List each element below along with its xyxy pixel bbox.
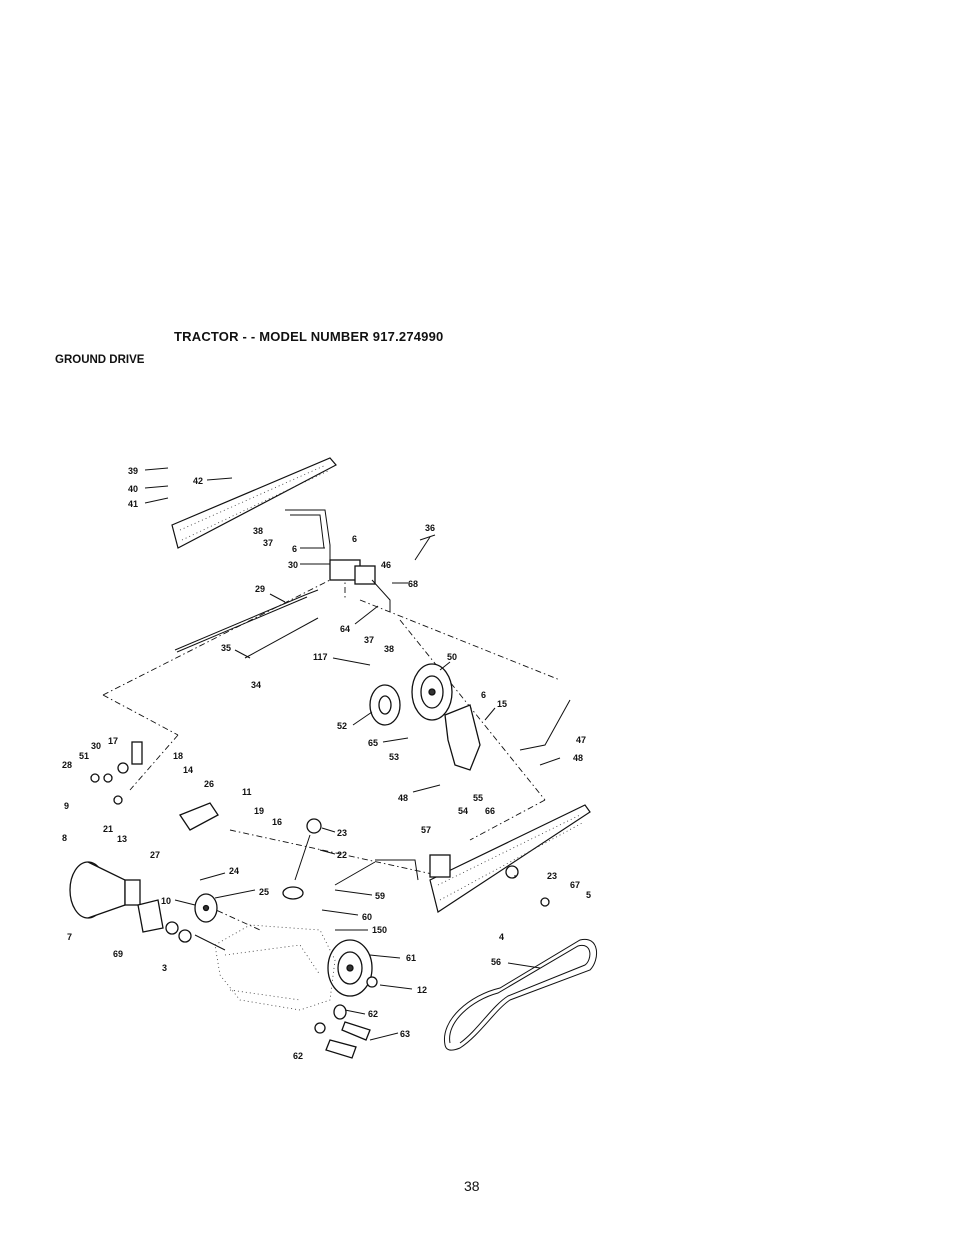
callout-label: 39 xyxy=(128,466,138,476)
callout-label: 19 xyxy=(254,806,264,816)
callout-label: 62 xyxy=(293,1051,303,1061)
lower-bolts xyxy=(314,865,550,1059)
callout-label: 11 xyxy=(242,787,252,797)
callout-label: 15 xyxy=(497,699,507,709)
upper-frame-rail xyxy=(171,457,337,549)
callout-label: 62 xyxy=(368,1009,378,1019)
callout-label: 54 xyxy=(458,806,468,816)
callout-label: 3 xyxy=(162,963,167,973)
callout-label: 6 xyxy=(481,690,486,700)
callout-label: 7 xyxy=(67,932,72,942)
callout-label: 37 xyxy=(364,635,374,645)
assembly-dash-lines xyxy=(102,560,561,931)
callout-label: 5 xyxy=(586,890,591,900)
callout-label: 27 xyxy=(150,850,160,860)
callout-label: 46 xyxy=(381,560,391,570)
callout-label: 42 xyxy=(193,476,203,486)
callout-label: 38 xyxy=(384,644,394,654)
callout-label: 23 xyxy=(547,871,557,881)
callout-label: 14 xyxy=(183,765,193,775)
washers-3 xyxy=(165,921,192,943)
lower-frame-rail xyxy=(429,804,591,913)
callout-label: 12 xyxy=(417,985,427,995)
callout-label: 34 xyxy=(251,680,261,690)
section-title: GROUND DRIVE xyxy=(55,354,145,366)
callout-label: 48 xyxy=(398,793,408,803)
page-number: 38 xyxy=(464,1178,480,1194)
callout-label: 30 xyxy=(288,560,298,570)
callout-label: 57 xyxy=(421,825,431,835)
callout-label: 6 xyxy=(352,534,357,544)
callout-label: 48 xyxy=(573,753,583,763)
callout-label: 37 xyxy=(263,538,273,548)
transaxle-pulley-61 xyxy=(327,939,373,997)
callout-label: 35 xyxy=(221,643,231,653)
spacer-69 xyxy=(137,899,164,933)
callout-label: 4 xyxy=(499,932,504,942)
callout-label: 117 xyxy=(313,652,328,662)
callout-label: 52 xyxy=(337,721,347,731)
callout-label: 18 xyxy=(173,751,183,761)
callout-label: 150 xyxy=(372,925,387,935)
callout-label: 16 xyxy=(272,817,282,827)
callout-label: 53 xyxy=(389,752,399,762)
callout-label: 50 xyxy=(447,652,457,662)
brake-parts xyxy=(90,741,219,831)
callout-label: 68 xyxy=(408,579,418,589)
callout-label: 56 xyxy=(491,957,501,967)
callout-label: 28 xyxy=(62,760,72,770)
callout-label: 6 xyxy=(292,544,297,554)
callout-label: 61 xyxy=(406,953,416,963)
shift-knob xyxy=(282,818,322,900)
callout-label: 36 xyxy=(425,523,435,533)
callout-label: 13 xyxy=(117,834,127,844)
callout-label: 41 xyxy=(128,499,138,509)
shift-lever xyxy=(285,509,436,612)
callout-label: 69 xyxy=(113,949,123,959)
callout-label: 22 xyxy=(337,850,347,860)
wheel-hub-7 xyxy=(69,861,141,919)
page-title: TRACTOR - - MODEL NUMBER 917.274990 xyxy=(174,329,444,344)
transaxle xyxy=(194,924,336,1011)
callout-label: 65 xyxy=(368,738,378,748)
callout-labels: 39 40 41 42 38 37 36 6 6 30 46 68 29 64 … xyxy=(62,466,591,1061)
callout-label: 60 xyxy=(362,912,372,922)
control-rods xyxy=(174,589,571,886)
callout-label: 64 xyxy=(340,624,350,634)
callout-label: 55 xyxy=(473,793,483,803)
brake-disc-10 xyxy=(194,893,218,923)
callout-label: 59 xyxy=(375,891,385,901)
idler-bracket xyxy=(444,704,481,771)
callout-label: 26 xyxy=(204,779,214,789)
callout-label: 29 xyxy=(255,584,265,594)
callout-label: 47 xyxy=(576,735,586,745)
callout-label: 24 xyxy=(229,866,239,876)
callout-label: 25 xyxy=(259,887,269,897)
callout-label: 63 xyxy=(400,1029,410,1039)
callout-label: 9 xyxy=(64,801,69,811)
callout-label: 8 xyxy=(62,833,67,843)
callout-label: 66 xyxy=(485,806,495,816)
callout-label: 21 xyxy=(103,824,113,834)
idler-pulley-50 xyxy=(411,663,453,721)
callout-label: 10 xyxy=(161,896,171,906)
idler-pulley-52 xyxy=(369,684,401,726)
drive-belt-56 xyxy=(444,938,598,1051)
callout-label: 40 xyxy=(128,484,138,494)
callout-label: 51 xyxy=(79,751,89,761)
callout-label: 67 xyxy=(570,880,580,890)
callout-label: 38 xyxy=(253,526,263,536)
callout-label: 30 xyxy=(91,741,101,751)
callout-label: 23 xyxy=(337,828,347,838)
callout-label: 17 xyxy=(108,736,118,746)
